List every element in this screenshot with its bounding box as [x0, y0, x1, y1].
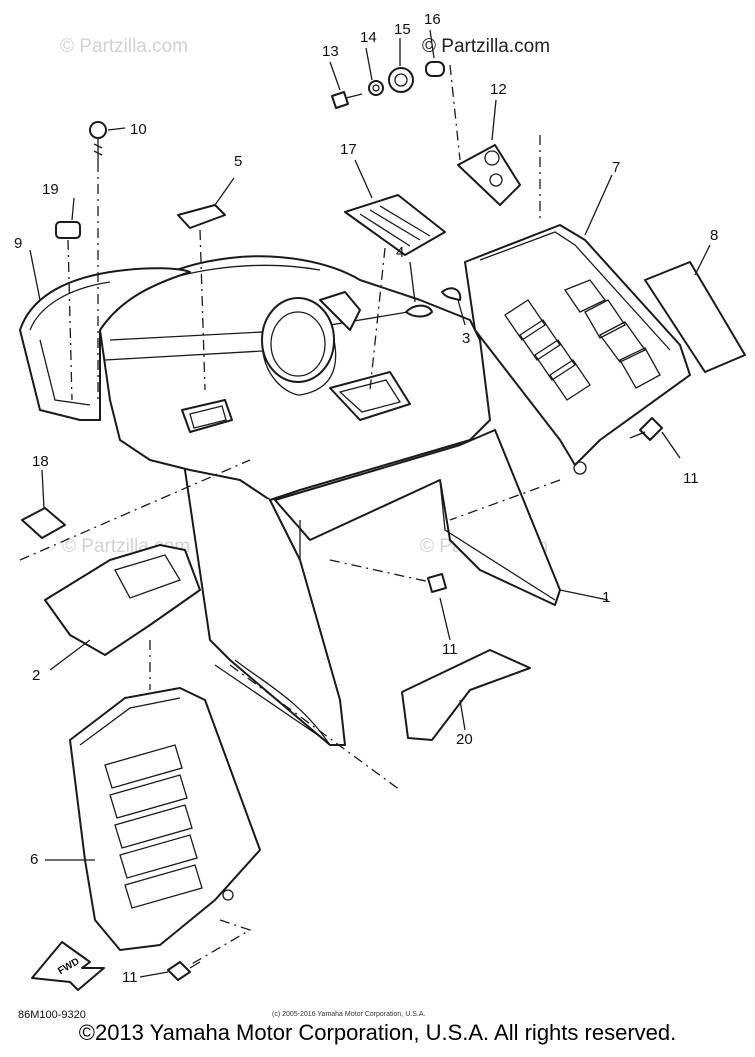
callout-5: 5 — [234, 153, 242, 170]
leader-lines — [29, 29, 711, 978]
part-6-left-grille — [69, 687, 261, 951]
drawing-number: 86M100-9320 — [18, 1009, 86, 1021]
small-copyright: (c) 2005-2016 Yamaha Motor Corporation, … — [272, 1011, 425, 1018]
callout-1: 1 — [602, 589, 610, 606]
callout-10: 10 — [130, 121, 147, 138]
callout-11-center: 11 — [442, 641, 458, 658]
part-10-screw — [89, 121, 107, 162]
part-12-bracket — [457, 144, 521, 206]
part-15-grommet — [388, 67, 414, 93]
callout-18: 18 — [32, 453, 49, 470]
callout-11-right: 11 — [683, 470, 699, 487]
part-8-pad — [644, 261, 746, 373]
part-9-left-cover — [19, 267, 191, 421]
watermark: © Partzilla.com — [60, 36, 188, 57]
part-3-grommet — [441, 287, 462, 301]
part-17-pad — [344, 194, 446, 256]
watermark: © Partzilla.com — [422, 36, 550, 57]
part-14-washer — [368, 80, 384, 96]
part-16-collar — [425, 61, 445, 77]
callout-16: 16 — [424, 11, 441, 28]
part-2-left-tray — [44, 544, 201, 656]
callout-7: 7 — [612, 159, 620, 176]
part-11-bolt-center — [427, 573, 447, 593]
fwd-arrow-icon: FWD — [31, 941, 105, 991]
part-4-grommet — [405, 304, 433, 318]
callout-19: 19 — [42, 181, 59, 198]
callout-8: 8 — [710, 227, 718, 244]
footer-copyright: ©2013 Yamaha Motor Corporation, U.S.A. A… — [78, 1020, 677, 1045]
callout-11-bottom: 11 — [122, 969, 138, 986]
callout-20: 20 — [456, 731, 473, 748]
callout-15: 15 — [394, 21, 411, 38]
callout-12: 12 — [490, 81, 507, 98]
part-11-bolt-bottom — [167, 961, 201, 981]
part-7-right-grille — [464, 224, 691, 475]
part-5-clip — [177, 204, 226, 229]
part-19-cap — [55, 221, 81, 239]
part-18-label — [21, 507, 66, 539]
part-11-bolt-right — [629, 417, 663, 441]
assembly-lines — [19, 64, 561, 966]
callout-6: 6 — [30, 851, 38, 868]
part-13-bolt — [331, 91, 363, 109]
callout-9: 9 — [14, 235, 22, 252]
callout-3: 3 — [462, 330, 470, 347]
callout-2: 2 — [32, 667, 40, 684]
callout-14: 14 — [360, 29, 377, 46]
callout-17: 17 — [340, 141, 357, 158]
callout-4: 4 — [396, 244, 404, 261]
part-20-pad — [401, 649, 531, 741]
callout-13: 13 — [322, 43, 339, 60]
